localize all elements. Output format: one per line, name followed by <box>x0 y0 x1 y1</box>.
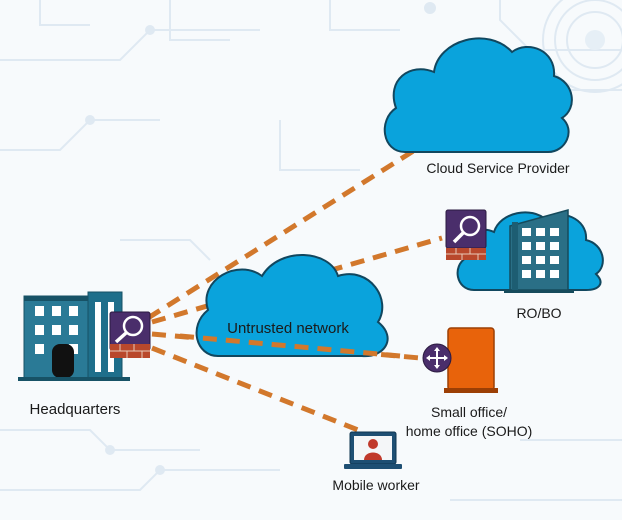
robo-label: RO/BO <box>516 305 561 321</box>
link-hq-soho-over-cloud <box>179 333 401 359</box>
soho-router-icon <box>422 327 498 393</box>
cloud-service-provider-icon <box>383 37 573 153</box>
headquarters-firewall-icon <box>109 311 151 358</box>
robo-firewall-icon <box>445 209 487 260</box>
circuit-node <box>585 30 605 50</box>
link-hq-mobile <box>151 345 359 433</box>
untrusted-network-label: Untrusted network <box>227 320 349 337</box>
soho-label-line2: home office (SOHO) <box>406 423 533 439</box>
cloud-service-provider-label: Cloud Service Provider <box>426 160 570 176</box>
circuit-background <box>0 0 622 501</box>
robo-building-icon <box>504 209 574 293</box>
headquarters-label: Headquarters <box>30 401 121 418</box>
headquarters-building-icon <box>18 291 130 381</box>
mobile-worker-label: Mobile worker <box>332 477 419 493</box>
untrusted-network-cloud-icon <box>195 254 389 358</box>
soho-label-line1: Small office/ <box>431 404 507 420</box>
laptop-user-icon <box>344 431 402 469</box>
link-hq-cloud-provider <box>146 147 417 321</box>
